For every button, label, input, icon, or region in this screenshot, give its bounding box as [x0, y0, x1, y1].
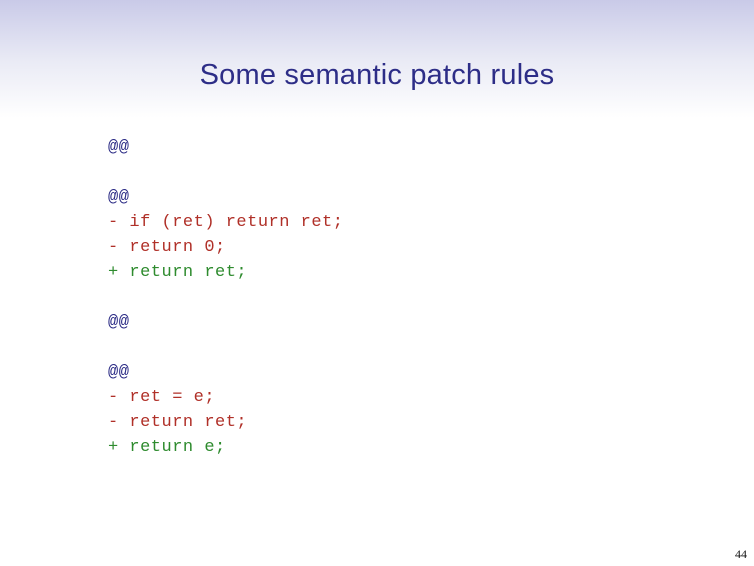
- code-line-blank: [108, 285, 343, 310]
- code-line-context: @@: [108, 138, 130, 157]
- page-number: 44: [735, 547, 747, 561]
- code-line-removed: - return 0;: [108, 238, 226, 257]
- code-line-blank: [108, 160, 343, 185]
- code-line-removed: - ret = e;: [108, 388, 216, 407]
- code-line-blank: [108, 335, 343, 360]
- code-line-added: + return e;: [108, 438, 226, 457]
- code-line-context: @@: [108, 188, 130, 207]
- code-line-context: @@: [108, 313, 130, 332]
- code-block: @@ @@ - if (ret) return ret; - return 0; + …: [108, 135, 343, 460]
- code-line-added: + return ret;: [108, 263, 248, 282]
- code-line-removed: - return ret;: [108, 413, 248, 432]
- page-title: Some semantic patch rules: [199, 59, 555, 92]
- code-line-removed: - if (ret) return ret;: [108, 213, 344, 232]
- code-line-context: @@: [108, 363, 130, 382]
